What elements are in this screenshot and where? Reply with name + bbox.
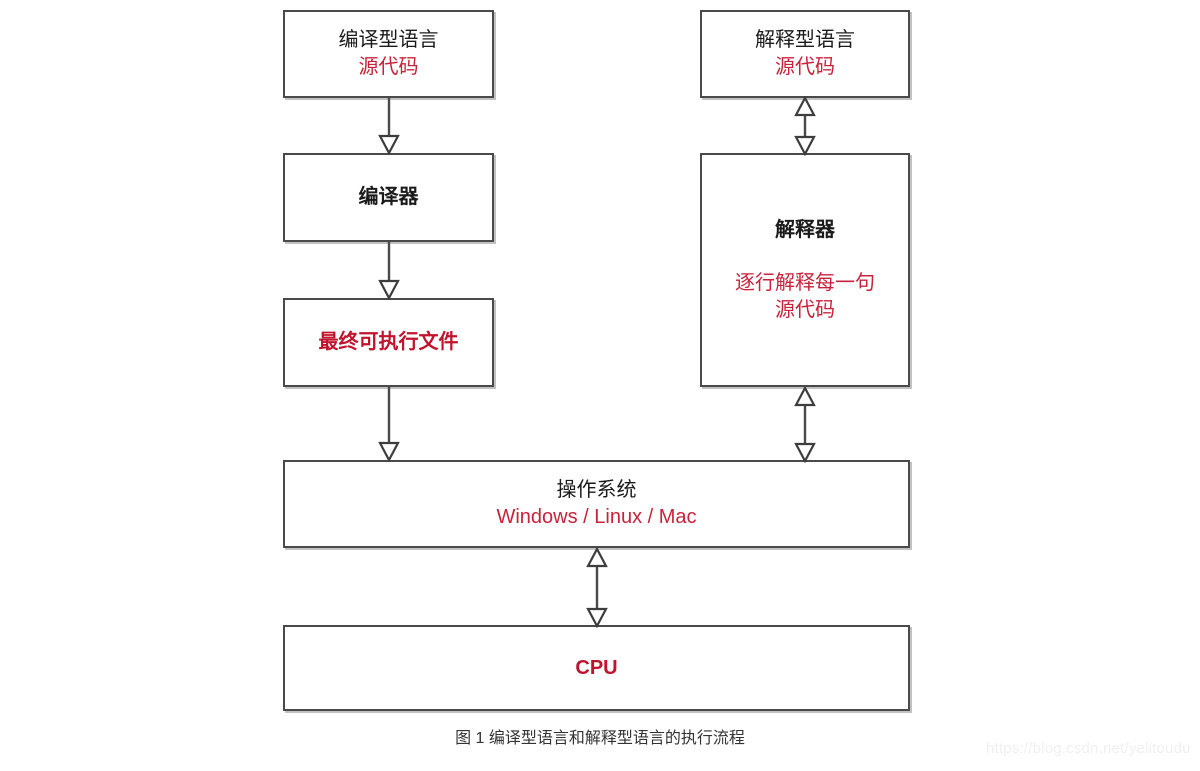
node-interpreter-line1: 逐行解释每一句 <box>735 271 875 294</box>
node-executable[interactable]: 最终可执行文件 <box>283 298 494 387</box>
connector-compiled-source-to-compiler <box>378 96 400 156</box>
node-compiler[interactable]: 编译器 <box>283 153 494 242</box>
node-cpu-title: CPU <box>575 656 618 679</box>
node-operating-system-title: 操作系统 <box>556 479 637 501</box>
node-cpu[interactable]: CPU <box>283 625 910 711</box>
connector-operating-system-to-cpu <box>586 547 608 628</box>
node-compiled-source-title: 编译型语言 <box>338 29 439 51</box>
node-interpreted-source-subtitle: 源代码 <box>775 56 835 78</box>
connector-executable-to-operating-system <box>378 386 400 463</box>
figure-caption: 图 1 编译型语言和解释型语言的执行流程 <box>455 730 745 747</box>
connector-compiler-to-executable <box>378 241 400 301</box>
node-compiled-source-subtitle: 源代码 <box>358 56 419 78</box>
node-compiled-source[interactable]: 编译型语言 源代码 <box>283 10 494 98</box>
csdn-watermark: https://blog.csdn.net/yelitoudu <box>986 740 1191 757</box>
node-interpreter-line2: 源代码 <box>775 298 835 321</box>
node-interpreted-source[interactable]: 解释型语言 源代码 <box>700 10 910 98</box>
node-compiler-title: 编译器 <box>358 186 419 208</box>
node-interpreted-source-title: 解释型语言 <box>755 29 855 51</box>
node-interpreter[interactable]: 解释器 逐行解释每一句 源代码 <box>700 153 910 387</box>
node-executable-title: 最终可执行文件 <box>318 331 459 353</box>
connector-interpreted-source-to-interpreter <box>794 96 816 156</box>
node-operating-system[interactable]: 操作系统 Windows / Linux / Mac <box>283 460 910 548</box>
connector-interpreter-to-operating-system <box>794 386 816 463</box>
node-operating-system-subtitle: Windows / Linux / Mac <box>496 506 697 528</box>
node-interpreter-title: 解释器 <box>775 218 835 241</box>
